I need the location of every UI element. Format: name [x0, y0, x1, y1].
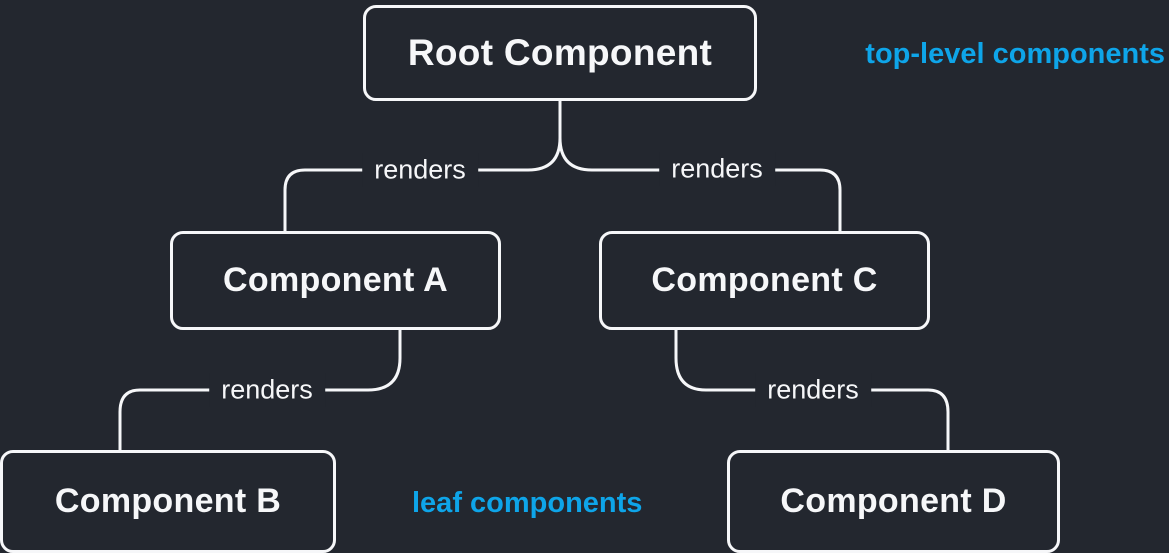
edge-label-root-renders-a: renders: [362, 152, 478, 188]
annotation-leaf-components: leaf components: [412, 487, 643, 519]
edge-label-a-renders-b: renders: [209, 372, 325, 408]
edge-label-c-renders-d: renders: [755, 372, 871, 408]
node-component-b: Component B: [0, 450, 336, 553]
node-root-component: Root Component: [363, 5, 757, 101]
node-component-a: Component A: [170, 231, 501, 330]
edge-label-root-renders-c: renders: [659, 151, 775, 187]
node-component-c: Component C: [599, 231, 930, 330]
annotation-top-level-components: top-level components: [865, 38, 1165, 70]
node-component-d: Component D: [727, 450, 1060, 553]
